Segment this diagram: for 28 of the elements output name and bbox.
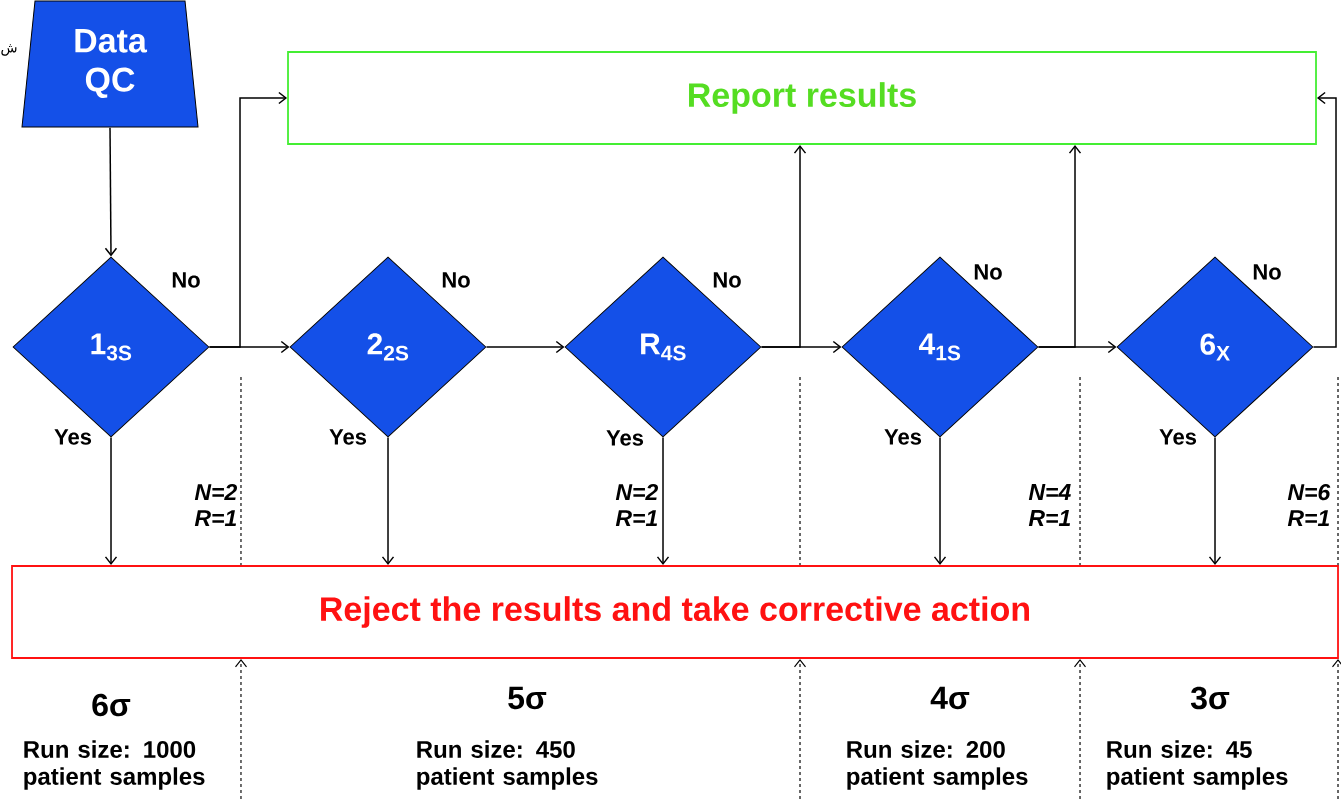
arrow	[1312, 91, 1337, 348]
edge-label: No	[711, 271, 743, 289]
run-count-label: N=2 R=1	[615, 483, 659, 526]
run-count-label: N=6 R=1	[1287, 483, 1331, 526]
sigma-label: 6σ	[92, 693, 131, 717]
arrow	[104, 127, 118, 257]
report-box: Report results	[287, 51, 1317, 145]
edge-label: No	[1251, 263, 1283, 281]
arrow	[104, 436, 118, 566]
edge-label: No	[440, 271, 472, 289]
arrow	[933, 436, 947, 566]
run-count-label: N=2 R=1	[194, 483, 238, 526]
data-trapezoid: Data QC	[21, 0, 199, 128]
arrow	[208, 340, 290, 354]
edge-label: No	[170, 271, 202, 289]
edge-label: No	[972, 263, 1004, 281]
arrow	[381, 436, 395, 566]
arrow	[1208, 436, 1222, 566]
run-size-label: Run size: 45 patient samples	[1107, 740, 1288, 790]
arrow	[485, 340, 565, 354]
run-size-label: Run size: 1000 patient samples	[24, 740, 205, 790]
run-size-label: Run size: 450 patient samples	[417, 740, 598, 790]
run-count-label: N=4 R=1	[1028, 484, 1071, 526]
reject-box: Reject the results and take corrective action	[11, 565, 1339, 659]
run-size-label: Run size: 200 patient samples	[847, 740, 1028, 790]
arrow	[656, 436, 670, 566]
arrow	[1037, 340, 1117, 354]
arrow	[760, 340, 842, 354]
